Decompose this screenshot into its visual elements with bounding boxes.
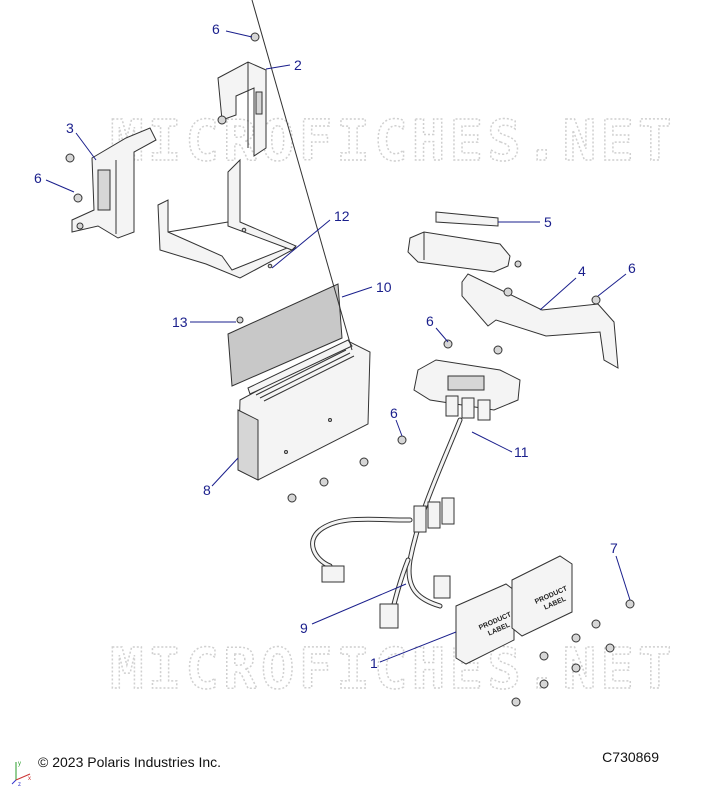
watermark-bottom: MICROFICHES.NET bbox=[110, 637, 676, 702]
part-12-tray bbox=[157, 158, 298, 279]
axis-icon: y x z bbox=[11, 761, 31, 786]
callout-7: 7 bbox=[610, 540, 618, 556]
callout-2: 2 bbox=[294, 57, 302, 73]
callout-6: 6 bbox=[390, 405, 398, 421]
callout-9: 9 bbox=[300, 620, 308, 636]
callout-8: 8 bbox=[203, 482, 211, 498]
callout-1: 1 bbox=[370, 655, 378, 671]
callout-13: 13 bbox=[172, 314, 188, 330]
callout-6: 6 bbox=[628, 260, 636, 276]
part-3-bracket bbox=[71, 127, 157, 239]
part-10-pad bbox=[227, 283, 343, 387]
part-8-controller bbox=[237, 0, 371, 481]
callout-4: 4 bbox=[578, 263, 586, 279]
callout-5: 5 bbox=[544, 214, 552, 230]
part-4-bracket bbox=[461, 273, 619, 369]
part-9-wiring bbox=[310, 417, 463, 629]
leader-lines bbox=[45, 30, 631, 663]
part-1-modules: PRODUCT LABEL PRODUCT LABEL bbox=[455, 555, 573, 665]
watermark-top: MICROFICHES.NET bbox=[110, 109, 676, 174]
axis-y-label: y bbox=[18, 761, 21, 767]
part-5-relay bbox=[407, 211, 522, 273]
callout-6: 6 bbox=[34, 170, 42, 186]
callout-6: 6 bbox=[426, 313, 434, 329]
callout-10: 10 bbox=[376, 279, 392, 295]
callouts: 6 2 3 6 12 5 4 6 10 13 6 6 11 8 7 9 1 bbox=[34, 21, 636, 671]
callout-6: 6 bbox=[212, 21, 220, 37]
callout-3: 3 bbox=[66, 120, 74, 136]
part-11-harness bbox=[413, 359, 521, 421]
callout-12: 12 bbox=[334, 208, 350, 224]
axis-x-label: x bbox=[28, 776, 31, 782]
copyright-text: © 2023 Polaris Industries Inc. bbox=[38, 754, 222, 770]
axis-z-label: z bbox=[18, 782, 21, 786]
drawing-number: C730869 bbox=[602, 749, 659, 765]
part-2-bracket bbox=[217, 61, 267, 157]
callout-11: 11 bbox=[514, 444, 529, 460]
